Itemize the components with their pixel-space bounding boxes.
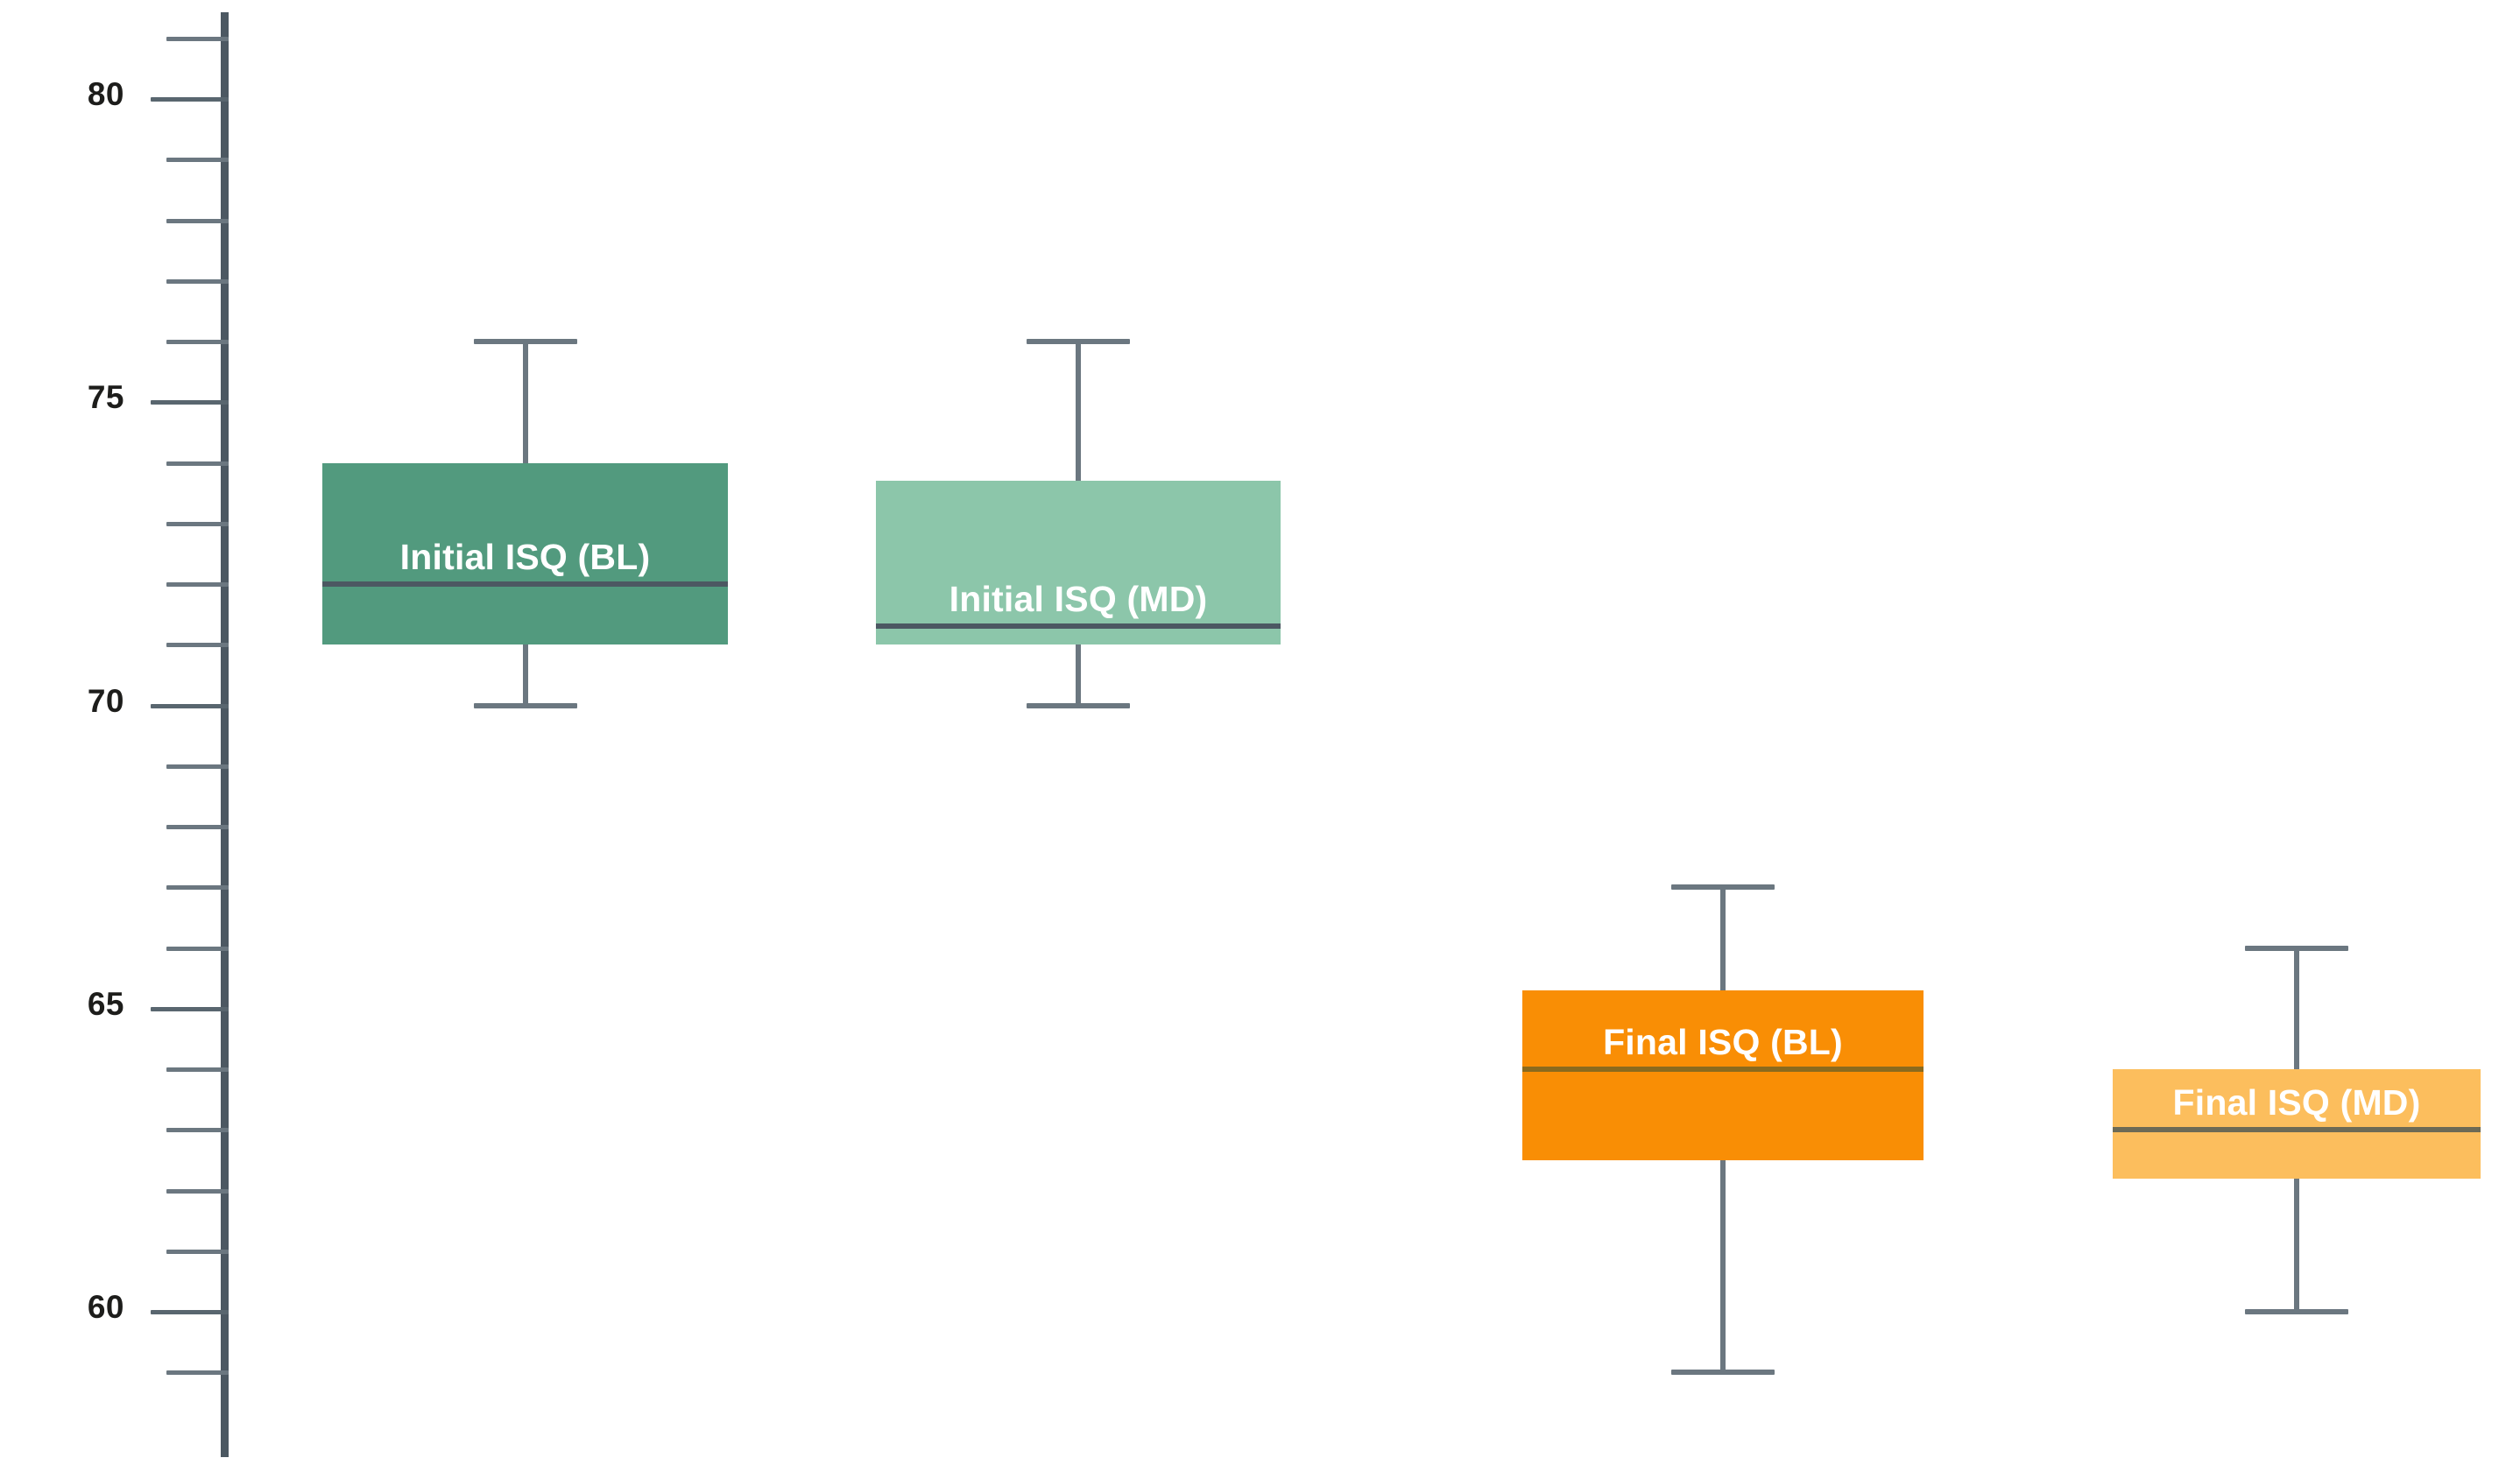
y-axis-minor-tick [166, 643, 229, 648]
y-axis-minor-tick [166, 158, 229, 163]
lower-whisker-stem [2294, 1178, 2299, 1312]
y-axis-minor-tick [166, 521, 229, 526]
lower-whisker-stem [1076, 644, 1081, 706]
y-axis-tick-label: 75 [87, 379, 124, 416]
lower-whisker-stem [522, 644, 528, 706]
y-axis-tick-label: 65 [87, 985, 124, 1022]
y-axis-minor-tick [166, 1370, 229, 1376]
y-axis-tick-label: 60 [87, 1289, 124, 1325]
lower-whisker-cap [1671, 1370, 1775, 1376]
y-axis-major-tick [151, 1006, 229, 1011]
lower-whisker-cap [1027, 702, 1130, 708]
box-iqr-rect[interactable] [1522, 990, 1924, 1160]
upper-whisker-cap [1027, 339, 1130, 344]
y-axis-minor-tick [166, 946, 229, 951]
median-line [322, 581, 728, 587]
y-axis-minor-tick [166, 1249, 229, 1254]
y-axis-minor-tick [166, 825, 229, 829]
y-axis-minor-tick [166, 582, 229, 587]
upper-whisker-cap [473, 339, 577, 344]
y-axis-minor-tick [166, 1188, 229, 1194]
upper-whisker-stem [2294, 947, 2299, 1069]
box-iqr-rect[interactable] [2113, 1069, 2481, 1179]
y-axis-tick-label: 80 [87, 76, 124, 112]
upper-whisker-stem [1076, 342, 1081, 482]
y-axis-spine [221, 12, 229, 1458]
y-axis-major-tick [151, 1310, 229, 1314]
y-axis-minor-tick [166, 1067, 229, 1072]
y-axis-major-tick [151, 703, 229, 708]
upper-whisker-stem [1720, 887, 1726, 990]
y-axis-minor-tick [166, 885, 229, 891]
y-axis-minor-tick [166, 764, 229, 769]
upper-whisker-cap [2245, 945, 2348, 951]
y-axis-minor-tick [166, 340, 229, 344]
upper-whisker-cap [1671, 884, 1775, 891]
y-axis-minor-tick [166, 1128, 229, 1133]
lower-whisker-stem [1720, 1159, 1726, 1373]
box-iqr-rect[interactable] [322, 462, 728, 645]
y-axis-minor-tick [166, 278, 229, 284]
y-axis-major-tick [151, 400, 229, 405]
y-axis-minor-tick [166, 461, 229, 466]
median-line [1522, 1067, 1924, 1072]
lower-whisker-cap [473, 702, 577, 708]
y-axis-tick-label: 70 [87, 682, 124, 719]
lower-whisker-cap [2245, 1309, 2348, 1314]
y-axis-minor-tick [166, 218, 229, 223]
median-line [2113, 1127, 2481, 1133]
y-axis-major-tick [151, 97, 229, 102]
box-iqr-rect[interactable] [876, 481, 1281, 645]
upper-whisker-stem [522, 342, 528, 463]
y-axis-minor-tick [166, 36, 229, 41]
median-line [876, 623, 1281, 630]
